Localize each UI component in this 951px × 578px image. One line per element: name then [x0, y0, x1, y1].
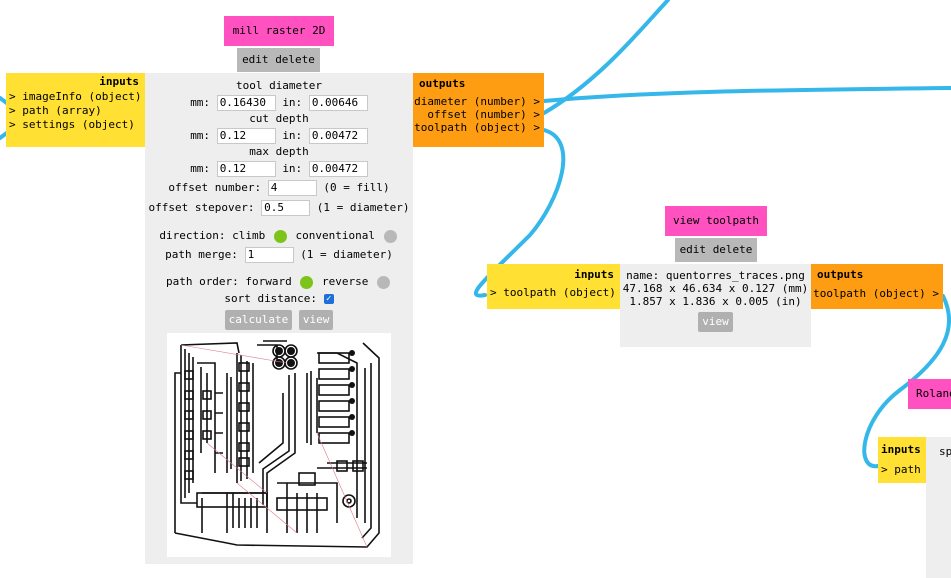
path-merge-label: path merge: [165, 248, 238, 261]
view-toolpath-edit-button[interactable]: edit [679, 243, 707, 256]
mm-label: mm: [190, 162, 211, 175]
output-port-toolpath[interactable]: toolpath (object) > [414, 121, 540, 134]
mm-label: mm: [190, 129, 211, 142]
view-toolpath-outputs: outputs toolpath (object) > [811, 264, 943, 309]
offset-stepover-input[interactable]: 0.5 [261, 200, 311, 216]
mill-outputs-header: outputs [419, 77, 466, 90]
conventional-label: conventional [295, 229, 376, 242]
mill-edit-button[interactable]: edit [242, 53, 269, 66]
in-label: in: [282, 96, 303, 109]
view-toolpath-edit-bar: edit delete [675, 238, 757, 262]
view-toolpath-title[interactable]: view toolpath [665, 206, 767, 236]
roland-inputs: inputs > path [878, 437, 926, 483]
offset-number-hint: (0 = fill) [323, 181, 390, 194]
mill-delete-button[interactable]: delete [275, 53, 315, 66]
offset-stepover-hint: (1 = diameter) [316, 201, 410, 214]
mill-inputs-header: inputs [99, 75, 139, 88]
calculate-button[interactable]: calculate [224, 310, 293, 330]
input-port-path[interactable]: > path (array) [9, 104, 102, 117]
sort-distance-checkbox[interactable]: ✓ [323, 294, 334, 304]
output-port-offset[interactable]: offset (number) > [427, 108, 540, 121]
forward-radio[interactable] [300, 275, 314, 289]
view-toolpath-panel: name: quentorres_traces.png 47.168 x 46.… [620, 264, 811, 347]
reverse-radio[interactable] [377, 275, 391, 289]
reverse-label: reverse [322, 275, 369, 288]
offset-stepover-label: offset stepover: [148, 201, 255, 214]
input-port-settings[interactable]: > settings (object) [9, 118, 135, 131]
wire-toolpath-to-view [473, 128, 566, 298]
sort-distance-label: sort distance: [224, 292, 318, 305]
path-merge-input[interactable]: 1 [244, 247, 294, 263]
offset-number-label: offset number: [168, 181, 262, 194]
output-port-toolpath-view[interactable]: toolpath (object) > [813, 287, 939, 300]
view-toolpath-title-text: view toolpath [672, 214, 760, 227]
view-toolpath-inputs: inputs > toolpath (object) [487, 264, 620, 309]
mill-edit-bar: edit delete [237, 48, 320, 72]
output-port-diameter[interactable]: diameter (number) > [414, 95, 540, 108]
wire-offset [542, 0, 670, 115]
mill-raster-title-text: mill raster 2D [232, 24, 326, 37]
max-depth-label: max depth [249, 145, 309, 158]
roland-inputs-header: inputs [881, 443, 921, 456]
in-label: in: [282, 129, 303, 142]
conventional-radio[interactable] [383, 229, 397, 243]
cut-depth-mm-input[interactable]: 0.12 [216, 128, 276, 144]
wire-view-to-roland [862, 294, 951, 469]
path-order-label: path order: forward [165, 275, 292, 288]
input-port-toolpath[interactable]: > toolpath (object) [490, 286, 616, 299]
offset-number-input[interactable]: 4 [267, 180, 317, 196]
input-port-imageinfo[interactable]: > imageInfo (object) [9, 90, 142, 103]
mm-label: mm: [190, 96, 211, 109]
in-label: in: [282, 162, 303, 175]
cut-depth-label: cut depth [249, 112, 309, 125]
roland-panel: sp [926, 437, 951, 578]
view-toolpath-outputs-header: outputs [817, 268, 864, 281]
cut-depth-in-input[interactable]: 0.00472 [308, 128, 368, 144]
direction-label: direction: climb [159, 229, 266, 242]
roland-title-text: Roland [916, 387, 951, 400]
toolpath-size-in: 1.857 x 1.836 x 0.005 (in) [629, 295, 802, 308]
toolpath-name: name: quentorres_traces.png [626, 269, 805, 282]
mill-view-button[interactable]: view [298, 310, 334, 330]
path-merge-hint: (1 = diameter) [300, 248, 393, 261]
roland-title[interactable]: Roland [908, 379, 951, 409]
tool-diameter-mm-input[interactable]: 0.16430 [216, 95, 276, 111]
view-toolpath-view-button[interactable]: view [698, 312, 733, 332]
view-toolpath-delete-button[interactable]: delete [712, 243, 753, 256]
max-depth-in-input[interactable]: 0.00472 [308, 161, 368, 177]
max-depth-mm-input[interactable]: 0.12 [216, 161, 276, 177]
mill-raster-title[interactable]: mill raster 2D [224, 16, 334, 46]
wire-diameter [542, 86, 951, 103]
tool-diameter-label: tool diameter [235, 79, 323, 92]
mill-inputs: inputs > imageInfo (object) > path (arra… [6, 73, 145, 147]
climb-radio[interactable] [273, 229, 287, 243]
mill-outputs: outputs diameter (number) > offset (numb… [413, 73, 544, 147]
pcb-traces-image [174, 340, 380, 548]
view-toolpath-inputs-header: inputs [574, 268, 614, 281]
toolpath-preview [167, 333, 391, 557]
roland-panel-text: sp [939, 445, 951, 458]
input-port-path-roland[interactable]: > path [881, 463, 921, 476]
toolpath-size-mm: 47.168 x 46.634 x 0.127 (mm) [622, 282, 809, 295]
tool-diameter-in-input[interactable]: 0.00646 [308, 95, 368, 111]
